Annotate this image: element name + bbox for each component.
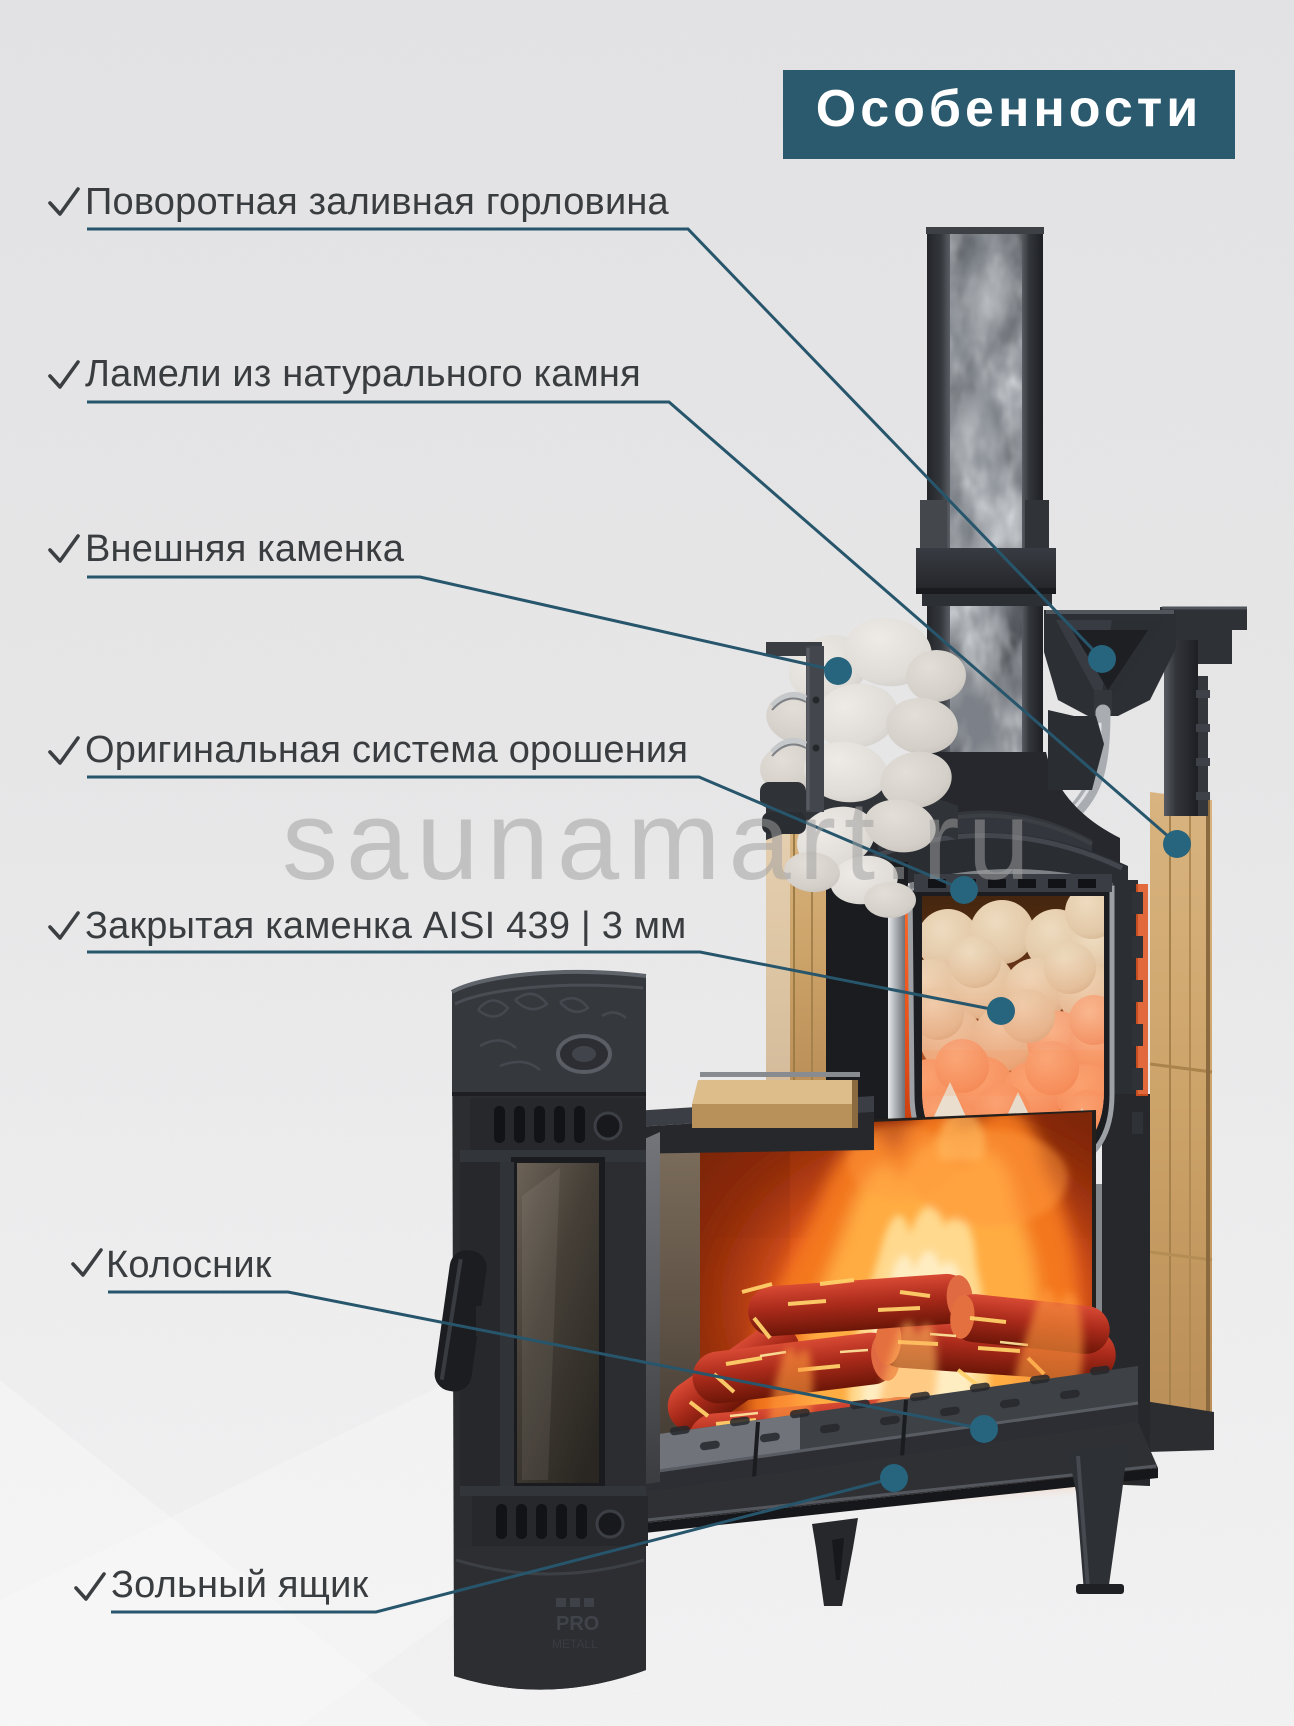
svg-text:METALL: METALL — [552, 1637, 598, 1651]
svg-text:PRO: PRO — [556, 1613, 599, 1635]
